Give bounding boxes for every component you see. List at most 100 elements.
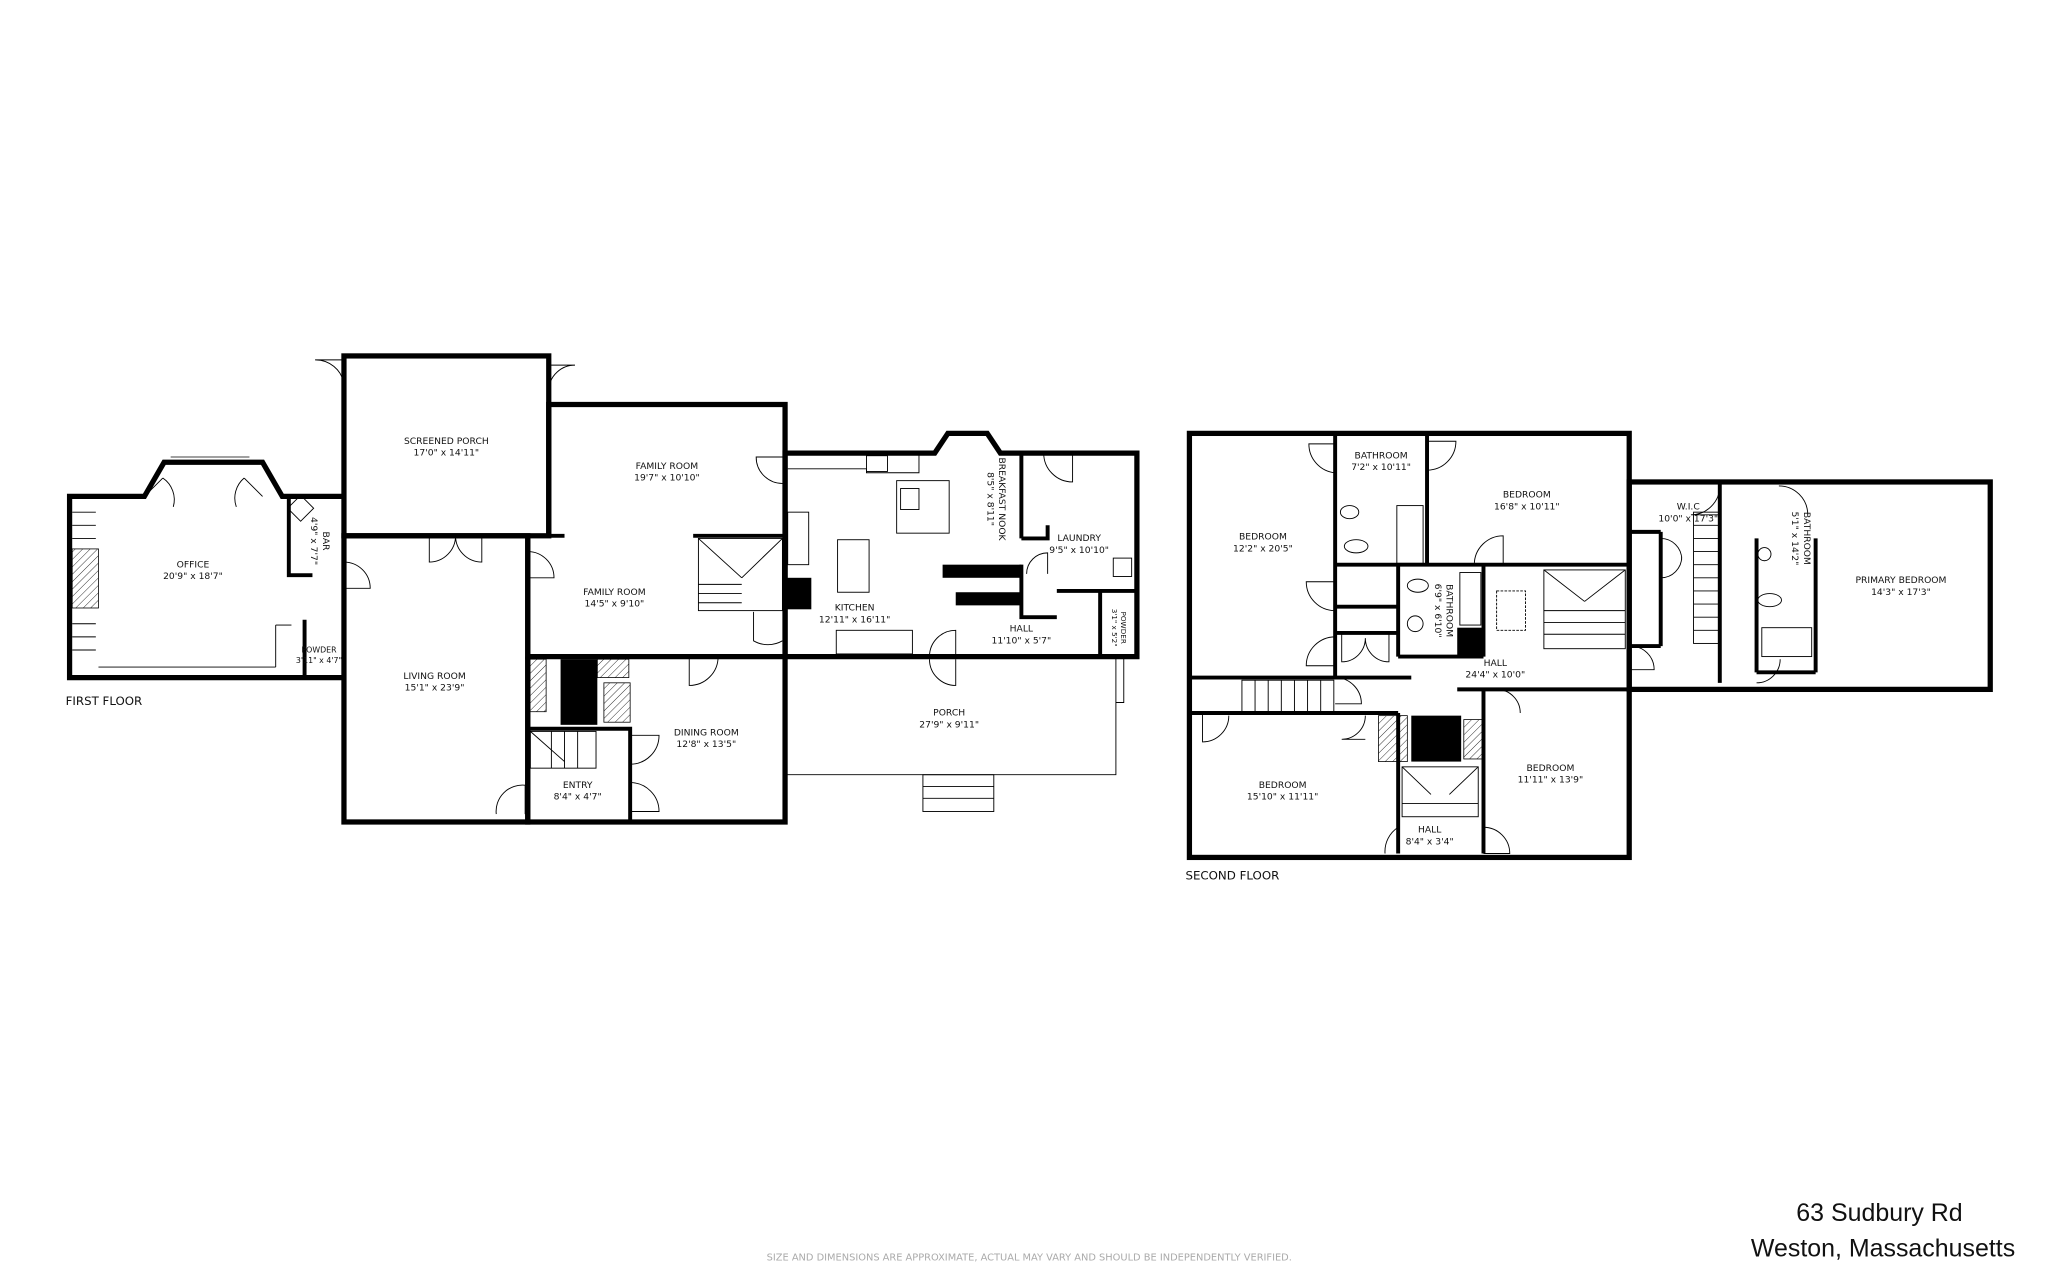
door[interactable] [315,359,345,384]
door[interactable] [495,784,526,815]
svg-text:11'10" x 5'7": 11'10" x 5'7" [991,635,1051,646]
svg-text:HALL: HALL [1010,624,1034,635]
disclaimer: SIZE AND DIMENSIONS ARE APPROXIMATE, ACT… [767,1252,1292,1263]
svg-text:BEDROOM: BEDROOM [1239,532,1287,543]
svg-text:7'2" x 10'11": 7'2" x 10'11" [1351,462,1411,473]
porch-outline [785,656,1117,776]
svg-text:BEDROOM: BEDROOM [1259,780,1307,791]
svg-text:12'2" x 20'5": 12'2" x 20'5" [1233,544,1293,555]
svg-text:6'9" x 6'10": 6'9" x 6'10" [1432,584,1443,638]
svg-text:3'11" x 4'7": 3'11" x 4'7" [296,656,342,665]
svg-text:11'11" x 13'9": 11'11" x 13'9" [1518,775,1584,786]
svg-text:KITCHEN: KITCHEN [835,603,875,614]
svg-text:16'8" x 10'11": 16'8" x 10'11" [1494,502,1560,513]
door[interactable] [234,477,263,508]
door[interactable] [527,551,555,579]
svg-text:SCREENED PORCH: SCREENED PORCH [404,436,489,447]
svg-text:8'4" x 4'7": 8'4" x 4'7" [554,792,602,803]
svg-text:BEDROOM: BEDROOM [1503,490,1551,501]
svg-text:BATHROOM: BATHROOM [1801,512,1812,565]
first-floor-label: FIRST FLOOR [66,694,143,708]
stove-icon [900,488,920,510]
svg-text:OFFICE: OFFICE [177,559,210,570]
svg-text:HALL: HALL [1418,824,1442,835]
family-room-walls [525,401,788,660]
svg-text:BAR: BAR [320,532,331,552]
svg-text:PRIMARY BEDROOM: PRIMARY BEDROOM [1855,575,1946,586]
svg-text:HALL: HALL [1484,658,1508,669]
second-floor-label: SECOND FLOOR [1185,869,1279,883]
svg-text:BEDROOM: BEDROOM [1527,763,1575,774]
svg-text:20'9" x 18'7": 20'9" x 18'7" [163,571,223,582]
stairs[interactable] [1241,679,1335,713]
door[interactable] [929,629,957,657]
porch-steps[interactable] [922,774,995,812]
stairs[interactable] [1543,569,1626,650]
stairs[interactable] [529,730,597,769]
svg-text:BREAKFAST NOOK: BREAKFAST NOOK [996,457,1007,541]
svg-text:15'1" x 23'9": 15'1" x 23'9" [405,683,465,694]
door[interactable] [1043,453,1074,483]
fireplace [71,548,99,609]
door[interactable] [755,456,786,484]
svg-text:POWDER: POWDER [1119,612,1128,644]
svg-text:24'4" x 10'0": 24'4" x 10'0" [1465,670,1525,681]
stairs[interactable] [1693,511,1721,644]
svg-text:5'1" x 14'2": 5'1" x 14'2" [1789,511,1800,565]
stairs[interactable] [697,537,783,612]
svg-text:8'5" x 8'11": 8'5" x 8'11" [984,472,995,526]
svg-text:8'4" x 3'4": 8'4" x 3'4" [1406,836,1454,847]
svg-text:3'1" x 5'2": 3'1" x 5'2" [1110,609,1119,647]
svg-text:LAUNDRY: LAUNDRY [1057,533,1101,544]
door[interactable] [753,611,783,646]
svg-text:17'0" x 14'11": 17'0" x 14'11" [414,448,480,459]
svg-text:DINING ROOM: DINING ROOM [674,727,739,738]
door[interactable] [630,782,660,812]
door[interactable] [688,656,719,686]
door[interactable] [343,561,371,589]
door[interactable] [630,734,660,765]
svg-text:FAMILY ROOM: FAMILY ROOM [636,461,699,472]
svg-text:PORCH: PORCH [933,708,965,719]
svg-text:14'5" x 9'10": 14'5" x 9'10" [585,599,645,610]
svg-text:4'9" x 7'7": 4'9" x 7'7" [308,517,319,565]
svg-text:POWDER: POWDER [301,646,337,655]
door[interactable] [929,659,957,686]
svg-text:15'10" x 11'11": 15'10" x 11'11" [1247,792,1318,803]
room-label: W.I.C10'0" x 17'3" [1658,502,1718,525]
office-walls [66,459,344,681]
svg-text:10'0" x 17'3": 10'0" x 17'3" [1658,513,1718,524]
door[interactable] [1026,552,1049,574]
door[interactable] [144,477,175,508]
svg-text:12'8" x 13'5": 12'8" x 13'5" [676,739,736,750]
address-street: 63 Sudbury Rd [1796,1199,1962,1227]
fireplace [527,658,547,713]
french-doors[interactable] [428,535,483,563]
doors[interactable] [1202,440,1809,854]
stairs[interactable] [1401,766,1479,818]
door[interactable] [548,364,576,389]
